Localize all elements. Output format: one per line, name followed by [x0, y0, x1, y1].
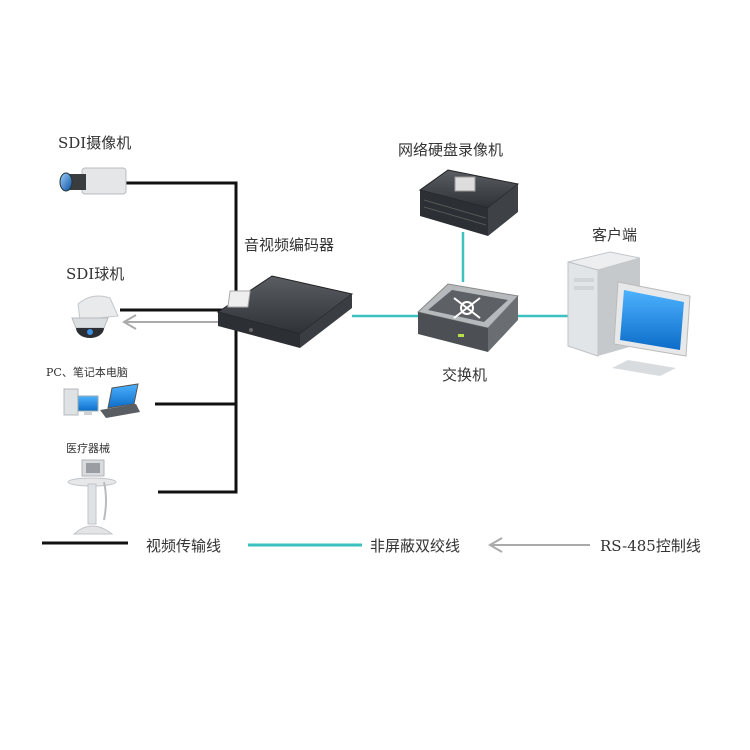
rs485-line-dome: [122, 314, 222, 330]
legend-video-line-label: 视频传输线: [146, 537, 222, 555]
label-nvr: 网络硬盘录像机: [398, 141, 504, 159]
video-lines: [120, 181, 238, 494]
line-camera-to-bus: [125, 181, 238, 494]
legend-utp-label: 非屏蔽双绞线: [370, 537, 461, 555]
sdi-camera-icon[interactable]: [59, 167, 127, 195]
client-computer-icon[interactable]: [567, 251, 691, 376]
legend-rs485-swatch: [488, 537, 590, 553]
label-pc-laptop: PC、笔记本电脑: [46, 366, 128, 379]
switch-icon[interactable]: [416, 283, 520, 352]
pc-laptop-icon[interactable]: [63, 383, 140, 418]
medical-equipment-icon[interactable]: [67, 459, 117, 535]
utp-lines: [352, 232, 572, 318]
sdi-dome-icon[interactable]: [71, 295, 119, 338]
nvr-icon[interactable]: [418, 169, 520, 236]
label-switch: 交换机: [442, 366, 488, 384]
label-encoder: 音视频编码器: [244, 236, 335, 254]
label-medical: 医疗器械: [66, 442, 110, 455]
label-sdi-dome: SDI球机: [66, 265, 125, 283]
label-sdi-camera: SDI摄像机: [58, 134, 132, 152]
encoder-icon[interactable]: [216, 275, 354, 348]
legend-rs485-label: RS-485控制线: [600, 537, 701, 555]
legend: [42, 537, 590, 553]
label-client: 客户端: [592, 226, 638, 244]
